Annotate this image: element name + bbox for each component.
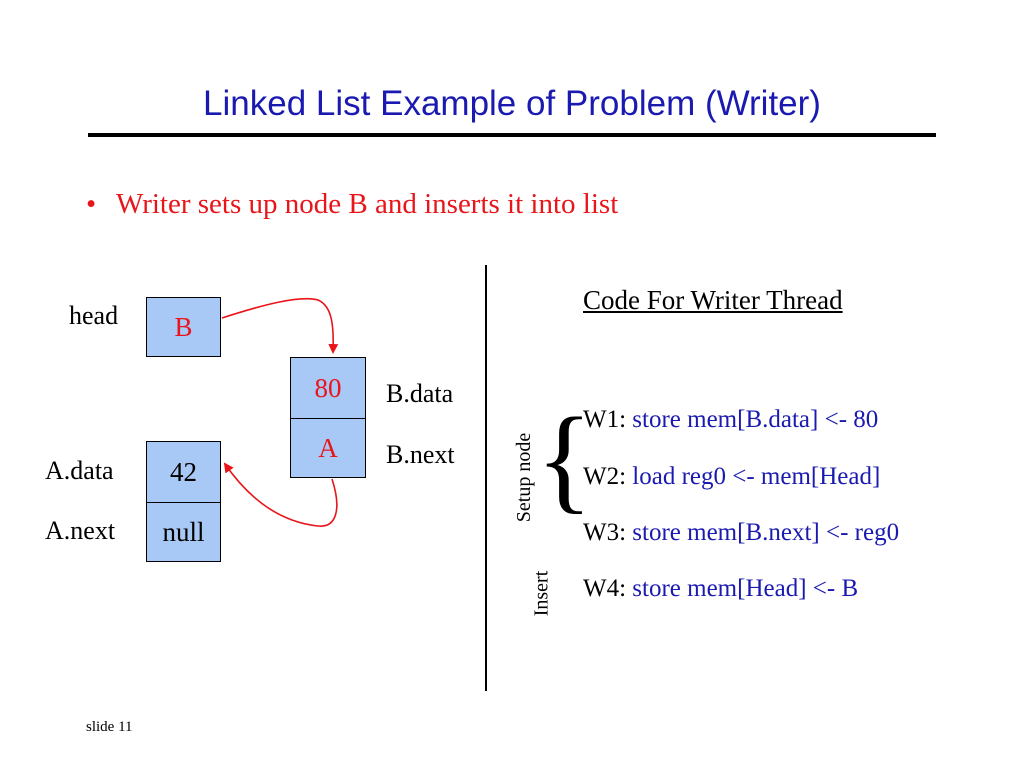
code-line-text: store mem[Head] <- B bbox=[632, 575, 859, 602]
node-a-data-label: A.data bbox=[45, 456, 114, 485]
code-line-w4: W4: store mem[Head] <- B bbox=[583, 575, 858, 603]
code-line-id: W2: bbox=[583, 463, 627, 490]
node-b-data-label: B.data bbox=[386, 379, 454, 408]
title-underline bbox=[88, 133, 936, 137]
code-line-id: W1: bbox=[583, 406, 627, 433]
head-pointer-box: B bbox=[146, 297, 221, 357]
code-line-id: W4: bbox=[583, 575, 627, 602]
slide-title: Linked List Example of Problem (Writer) bbox=[203, 84, 821, 123]
bullet-text: Writer sets up node B and inserts it int… bbox=[116, 188, 619, 220]
code-heading: Code For Writer Thread bbox=[583, 285, 843, 315]
setup-brace-icon: { bbox=[536, 393, 593, 524]
node-b-to-node-a-arrow bbox=[223, 462, 338, 527]
code-line-text: store mem[B.next] <- reg0 bbox=[632, 519, 900, 546]
setup-node-label: Setup node bbox=[513, 432, 536, 523]
head-to-node-b-arrow bbox=[221, 297, 339, 354]
code-line-w3: W3: store mem[B.next] <- reg0 bbox=[583, 519, 899, 547]
slide-number: slide 11 bbox=[86, 719, 133, 735]
node-a-next-label: A.next bbox=[45, 516, 116, 545]
code-line-text: store mem[B.data] <- 80 bbox=[632, 406, 879, 433]
head-label: head bbox=[69, 301, 119, 330]
code-line-text: load reg0 <- mem[Head] bbox=[632, 463, 881, 490]
code-line-w1: W1: store mem[B.data] <- 80 bbox=[583, 406, 878, 434]
bullet-point: • Writer sets up node B and inserts it in… bbox=[86, 188, 618, 221]
code-line-id: W3: bbox=[583, 519, 627, 546]
node-b-next-label: B.next bbox=[386, 440, 455, 469]
node-b-next-box: A bbox=[290, 418, 366, 478]
node-b-data-box: 80 bbox=[290, 357, 366, 419]
bullet-dot-icon: • bbox=[86, 188, 97, 220]
insert-label: Insert bbox=[530, 570, 553, 617]
node-a-next-box: null bbox=[146, 502, 221, 562]
vertical-divider bbox=[485, 265, 487, 691]
code-line-w2: W2: load reg0 <- mem[Head] bbox=[583, 463, 880, 491]
